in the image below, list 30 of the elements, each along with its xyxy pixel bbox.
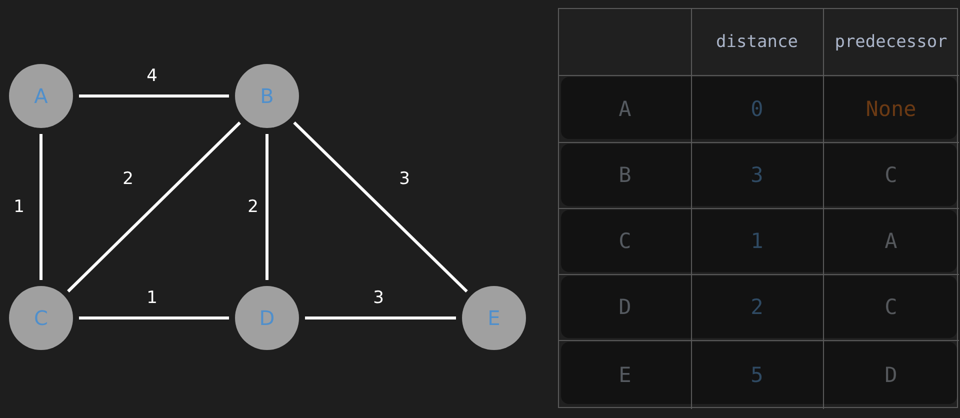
table-cell-text: C [618, 228, 632, 255]
table-cell-text: 5 [750, 362, 764, 388]
table-cell-text: None [864, 96, 918, 122]
table-cell-text: D [618, 294, 632, 321]
edge-line [293, 122, 468, 292]
column-header: distance [715, 31, 799, 54]
table-cell-text: B [618, 162, 632, 189]
table-cell-text: E [618, 362, 632, 388]
edge-line [40, 134, 42, 280]
edge-line [79, 316, 229, 320]
node-label: E [488, 306, 500, 330]
table-cell-text: A [618, 96, 632, 122]
table-cell-text: D [884, 362, 898, 388]
edge-line [266, 134, 268, 280]
table-cell-text: C [884, 162, 898, 189]
edge-line [305, 316, 456, 320]
table-cell-text: 0 [750, 96, 764, 122]
table-cell-text: 2 [750, 294, 764, 321]
table-cell-text: A [884, 228, 898, 255]
table-cell-text: 3 [750, 162, 764, 189]
node-label: A [34, 84, 48, 108]
table-cell-text: 1 [750, 228, 764, 255]
table-cell-text: C [884, 294, 898, 321]
edge-line [67, 122, 241, 292]
column-header: predecessor [834, 31, 948, 54]
graph-node-circle [235, 64, 299, 128]
node-label: D [259, 306, 275, 330]
node-label: C [34, 306, 48, 330]
edge-line [79, 94, 229, 98]
node-label: B [260, 84, 274, 108]
